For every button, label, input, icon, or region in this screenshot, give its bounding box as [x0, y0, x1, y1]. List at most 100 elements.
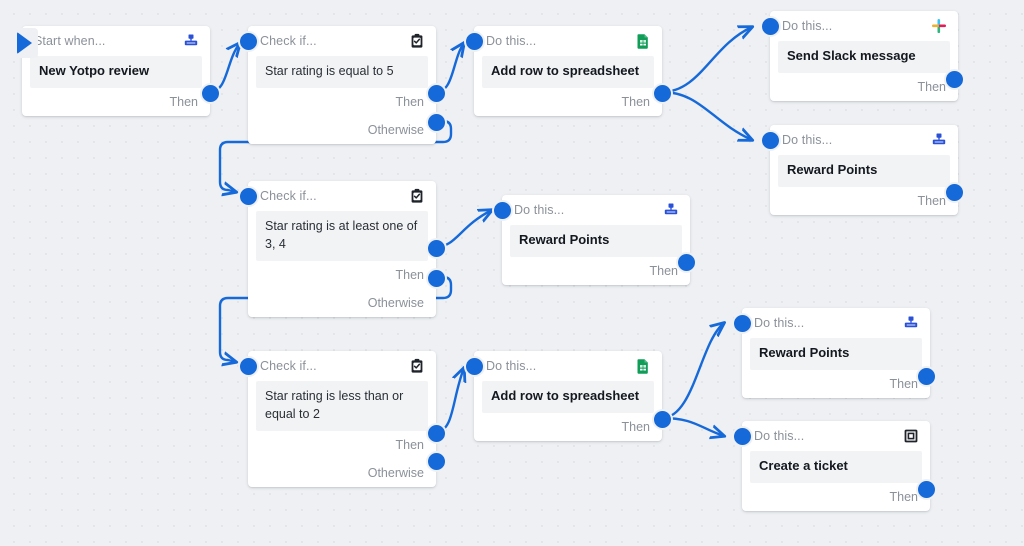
node-body: Add row to spreadsheet — [482, 56, 654, 88]
node-trigger-yotpo-review[interactable]: Start when... New Yotpo review Then — [22, 26, 210, 116]
node-reward-points-middle[interactable]: Do this... Reward Points Then — [502, 195, 690, 285]
port-out-send-slack-then[interactable] — [944, 69, 965, 90]
node-body: New Yotpo review — [30, 56, 202, 88]
node-output-row: Then — [742, 483, 930, 511]
port-in-send-slack[interactable] — [760, 16, 781, 37]
output-label-then: Then — [621, 95, 651, 109]
node-title: Reward Points — [519, 232, 610, 247]
node-condition-rating-equal-5[interactable]: Check if... Star rating is equal to 5 Th… — [248, 26, 436, 144]
node-header: Check if... — [248, 351, 436, 381]
node-output-row: Then — [742, 370, 930, 398]
node-title: Add row to spreadsheet — [491, 63, 640, 78]
port-out-add-row-top-then[interactable] — [652, 83, 673, 104]
clipboard-check-icon — [408, 357, 426, 375]
port-out-condition-one-of-3-4-otherwise[interactable] — [426, 268, 447, 289]
port-out-trigger-then[interactable] — [200, 83, 221, 104]
output-label-then: Then — [889, 490, 919, 504]
node-kicker: Check if... — [260, 34, 317, 48]
node-output-row-otherwise: Otherwise — [248, 289, 436, 317]
port-in-add-row-top[interactable] — [464, 31, 485, 52]
node-body: Star rating is less than or equal to 2 — [256, 381, 428, 431]
node-title: Reward Points — [759, 345, 850, 360]
output-label-then: Then — [395, 267, 425, 282]
output-label-then: Then — [169, 95, 199, 109]
node-header: Do this... — [742, 421, 930, 451]
node-body: Send Slack message — [778, 41, 950, 73]
node-kicker: Do this... — [782, 19, 833, 33]
port-in-reward-points-bottom[interactable] — [732, 313, 753, 334]
node-header: Check if... — [248, 181, 436, 211]
slack-icon — [930, 17, 948, 35]
output-label-then: Then — [395, 95, 425, 109]
node-add-row-spreadsheet-top[interactable]: Do this... Add row to spreadsheet Then — [474, 26, 662, 116]
node-reward-points-bottom[interactable]: Do this... Reward Points Then — [742, 308, 930, 398]
node-output-row: Then — [502, 257, 690, 285]
port-in-create-ticket[interactable] — [732, 426, 753, 447]
output-label-then: Then — [621, 420, 651, 434]
clipboard-check-icon — [408, 32, 426, 50]
port-in-reward-points-top[interactable] — [760, 130, 781, 151]
node-condition-text: Star rating is at least one of 3, 4 — [265, 219, 418, 251]
node-output-row-otherwise: Otherwise — [248, 116, 436, 144]
node-header: Start when... — [22, 26, 210, 56]
port-out-condition-equal-5-then[interactable] — [426, 83, 447, 104]
node-body: Star rating is at least one of 3, 4 — [256, 211, 428, 261]
node-condition-text: Star rating is equal to 5 — [265, 64, 394, 78]
node-body: Reward Points — [750, 338, 922, 370]
port-in-condition-one-of-3-4[interactable] — [238, 186, 259, 207]
node-send-slack-message[interactable]: Do this... Send Slack message Then — [770, 11, 958, 101]
output-label-then: Then — [889, 377, 919, 391]
node-output-row: Then — [474, 413, 662, 441]
port-out-add-row-bottom-then[interactable] — [652, 409, 673, 430]
node-output-row: Then — [474, 88, 662, 116]
node-kicker: Check if... — [260, 189, 317, 203]
node-body: Reward Points — [778, 155, 950, 187]
node-title: New Yotpo review — [39, 63, 150, 78]
port-out-condition-equal-5-otherwise[interactable] — [426, 112, 447, 133]
node-add-row-spreadsheet-bottom[interactable]: Do this... Add row to spreadsheet Then — [474, 351, 662, 441]
port-in-reward-points-middle[interactable] — [492, 200, 513, 221]
output-label-then: Then — [649, 264, 679, 278]
port-out-reward-points-middle-then[interactable] — [676, 252, 697, 273]
google-sheets-icon — [634, 32, 652, 50]
yotpo-icon — [902, 314, 920, 332]
node-condition-rating-lte-2[interactable]: Check if... Star rating is less than or … — [248, 351, 436, 487]
port-out-create-ticket-then[interactable] — [916, 479, 937, 500]
port-out-condition-lte-2-then[interactable] — [426, 423, 447, 444]
node-kicker: Do this... — [754, 316, 805, 330]
port-out-condition-one-of-3-4-then[interactable] — [426, 238, 447, 259]
port-out-reward-points-top-then[interactable] — [944, 182, 965, 203]
port-in-add-row-bottom[interactable] — [464, 356, 485, 377]
node-kicker: Start when... — [34, 34, 106, 48]
node-reward-points-top[interactable]: Do this... Reward Points Then — [770, 125, 958, 215]
play-icon — [17, 32, 32, 54]
node-header: Do this... — [742, 308, 930, 338]
port-in-condition-lte-2[interactable] — [238, 356, 259, 377]
output-label-then: Then — [917, 80, 947, 94]
port-out-reward-points-bottom-then[interactable] — [916, 366, 937, 387]
port-in-condition-equal-5[interactable] — [238, 31, 259, 52]
node-header: Check if... — [248, 26, 436, 56]
port-out-condition-lte-2-otherwise[interactable] — [426, 451, 447, 472]
ticket-icon — [902, 427, 920, 445]
node-kicker: Check if... — [260, 359, 317, 373]
yotpo-icon — [182, 32, 200, 50]
node-output-row-then: Then — [248, 261, 436, 289]
node-output-row: Then — [770, 73, 958, 101]
output-label-then: Then — [395, 437, 425, 452]
node-output-row-then: Then — [248, 88, 436, 116]
node-create-ticket[interactable]: Do this... Create a ticket Then — [742, 421, 930, 511]
node-output-row: Then — [22, 88, 210, 116]
node-header: Do this... — [474, 351, 662, 381]
node-header: Do this... — [770, 11, 958, 41]
output-label-then: Then — [917, 194, 947, 208]
node-output-row-otherwise: Otherwise — [248, 459, 436, 487]
output-label-otherwise: Otherwise — [367, 465, 424, 480]
node-condition-rating-one-of-3-4[interactable]: Check if... Star rating is at least one … — [248, 181, 436, 317]
node-output-row: Then — [770, 187, 958, 215]
node-body: Star rating is equal to 5 — [256, 56, 428, 88]
yotpo-icon — [662, 201, 680, 219]
node-output-row-then: Then — [248, 431, 436, 459]
output-label-otherwise: Otherwise — [367, 295, 424, 310]
